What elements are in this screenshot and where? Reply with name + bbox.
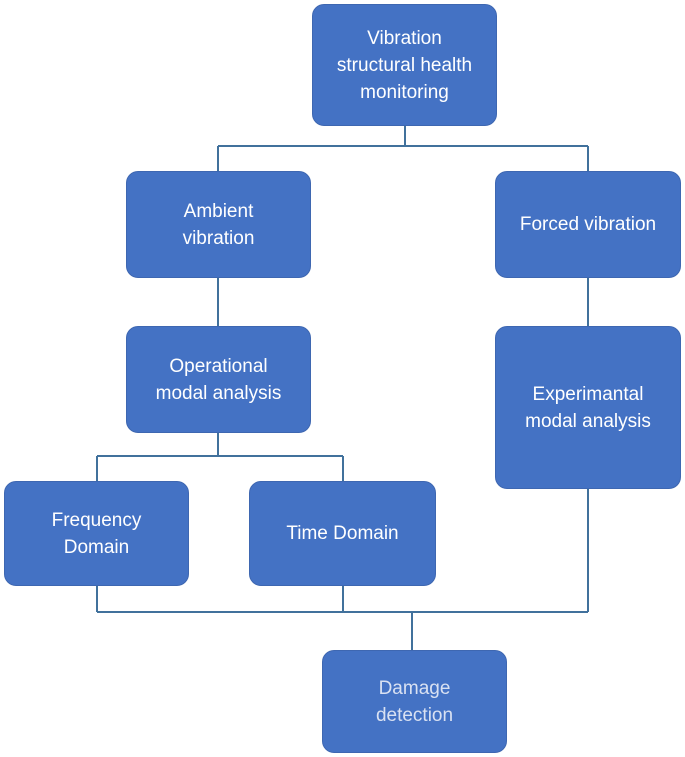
node-damage-detection: Damage detection [322, 650, 507, 753]
node-frequency-domain: Frequency Domain [4, 481, 189, 586]
node-experimental-modal-analysis: Experimantal modal analysis [495, 326, 681, 489]
node-time-domain: Time Domain [249, 481, 436, 586]
node-vibration-shm: Vibration structural health monitoring [312, 4, 497, 126]
node-operational-modal-analysis: Operational modal analysis [126, 326, 311, 433]
node-forced-vibration: Forced vibration [495, 171, 681, 278]
node-ambient-vibration: Ambient vibration [126, 171, 311, 278]
